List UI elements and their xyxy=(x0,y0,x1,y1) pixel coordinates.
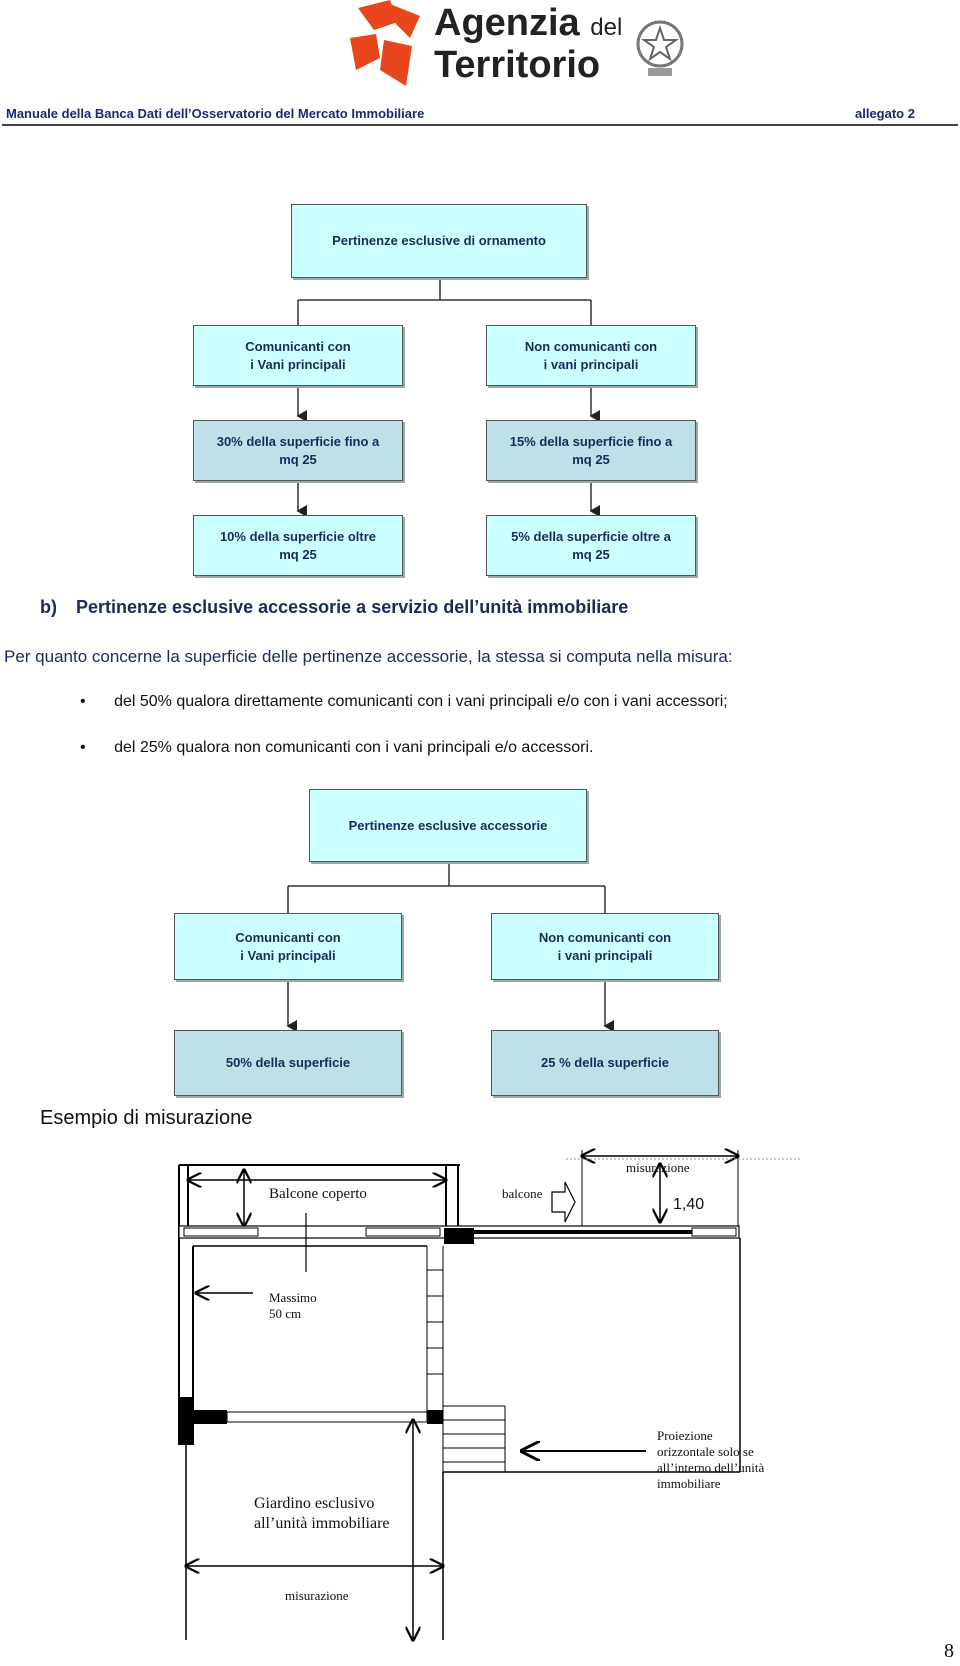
bullet-dot-icon: • xyxy=(80,739,86,756)
bullet-text: del 50% qualora direttamente comunicanti… xyxy=(114,693,728,710)
chart2-left-level2-box: 50% della superficie xyxy=(174,1030,402,1096)
section-b-marker: b) xyxy=(40,597,57,617)
example-title: Esempio di misurazione xyxy=(40,1107,253,1129)
header-divider xyxy=(2,124,958,126)
label-misurazione-top: misurazione xyxy=(626,1160,690,1175)
label-dimension-140: 1,40 xyxy=(673,1196,705,1213)
label-massimo: Massimo 50 cm xyxy=(269,1290,317,1321)
label-proiezione: Proiezione orizzontale solo se all’inter… xyxy=(657,1428,765,1491)
logo: Agenzia del Territorio xyxy=(350,0,690,90)
chart2-root-box: Pertinenze esclusive accessorie xyxy=(309,789,587,862)
header-annex: allegato 2 xyxy=(855,106,915,121)
label-balcone: balcone xyxy=(502,1186,543,1201)
logo-line1-suffix: del xyxy=(590,14,623,41)
bullet-text: del 25% qualora non comunicanti con i va… xyxy=(114,739,594,756)
label-giardino: Giardino esclusivo all’unità immobiliare xyxy=(254,1495,390,1532)
bullet-item: • del 25% qualora non comunicanti con i … xyxy=(80,739,593,757)
section-b-intro: Per quanto concerne la superficie delle … xyxy=(4,647,733,666)
chart1-non-communicating-box: Non comunicanti con i vani principali xyxy=(486,325,696,386)
label-misurazione-bottom: misurazione xyxy=(285,1588,349,1603)
section-b-title: Pertinenze esclusive accessorie a serviz… xyxy=(76,597,629,617)
agency-emblem-icon xyxy=(350,0,420,86)
logo-line1: Agenzia xyxy=(434,2,580,44)
chart1-communicating-box: Comunicanti con i Vani principali xyxy=(193,325,403,386)
bullet-item: • del 50% qualora direttamente comunican… xyxy=(80,693,728,711)
chart1-left-level3-box: 10% della superficie oltre mq 25 xyxy=(193,515,403,576)
page-number: 8 xyxy=(944,1640,954,1662)
chart1-right-level3-box: 5% della superficie oltre a mq 25 xyxy=(486,515,696,576)
header-title: Manuale della Banca Dati dell’Osservator… xyxy=(6,106,425,121)
chart2-right-level2-box: 25 % della superficie xyxy=(491,1030,719,1096)
section-b-heading: b) Pertinenze esclusive accessorie a ser… xyxy=(40,597,628,618)
bullet-dot-icon: • xyxy=(80,693,86,710)
logo-line2: Territorio xyxy=(434,44,601,86)
chart1-root-box: Pertinenze esclusive di ornamento xyxy=(291,204,587,278)
chart2-communicating-box: Comunicanti con i Vani principali xyxy=(174,913,402,980)
republic-seal-icon xyxy=(636,20,684,76)
chart1-left-level2-box: 30% della superficie fino a mq 25 xyxy=(193,420,403,481)
label-balcone-coperto: Balcone coperto xyxy=(269,1186,367,1202)
chart2-non-communicating-box: Non comunicanti con i vani principali xyxy=(491,913,719,980)
chart1-right-level2-box: 15% della superficie fino a mq 25 xyxy=(486,420,696,481)
